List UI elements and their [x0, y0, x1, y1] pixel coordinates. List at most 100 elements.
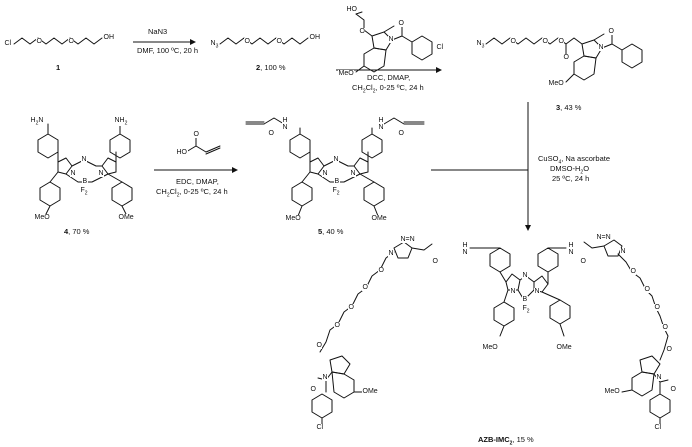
- step1-conditions: DMF, 100 ºC, 20 h: [137, 46, 199, 55]
- atom-o-1b: O: [68, 38, 75, 45]
- atom-hn-right: H: [568, 242, 575, 249]
- atom-b-4: B: [82, 178, 88, 185]
- atom-o-1a: O: [36, 38, 43, 45]
- step4-line3: 25 ºC, 24 h: [552, 174, 590, 183]
- atom-n-core-right: N: [534, 288, 541, 295]
- compound-2-structure: [219, 37, 309, 45]
- atom-n-5c: N: [333, 156, 340, 163]
- atom-b-core: B: [522, 296, 528, 303]
- atom-o-2a: O: [244, 38, 251, 45]
- atom-meo-3: MeO: [548, 80, 565, 87]
- atom-o-ind-left: O: [310, 386, 317, 393]
- atom-o-peg-l1: O: [378, 267, 385, 274]
- atom-n3-3: N3: [476, 40, 485, 50]
- atom-n-core-top: N: [522, 272, 529, 279]
- atom-cl-1: Cl: [4, 40, 12, 47]
- compound-1-label: 1: [56, 63, 61, 72]
- atom-meo-reagent: MeO: [338, 70, 355, 77]
- compound-azb-imc2-label: AZB-IMC2, 15 %: [478, 435, 534, 447]
- atom-n-amide-right: N: [568, 249, 575, 256]
- step2-reagent: DCC, DMAP,: [367, 73, 411, 82]
- atom-o-peg-r5: O: [666, 346, 673, 353]
- step3-reagent: EDC, DMAP,: [176, 177, 219, 186]
- atom-o-peg-r3: O: [654, 304, 661, 311]
- atom-o-3d: O: [563, 54, 570, 61]
- compound-3-structure: [485, 33, 643, 83]
- atom-ome-ind-left: OMe: [362, 388, 379, 395]
- atom-n-5d: N: [322, 170, 329, 177]
- atom-o-5a: O: [268, 130, 275, 137]
- atom-oh-2: OH: [309, 34, 321, 41]
- atom-o-amide-left: O: [432, 258, 439, 265]
- atom-ho-propiolic: HO: [176, 149, 188, 156]
- arrow-step4: [431, 102, 531, 231]
- compound-4-structure: [37, 123, 133, 215]
- atom-hn-5a: H: [282, 117, 289, 124]
- atom-h2n-4: H2N: [30, 117, 44, 127]
- atom-o-ind-right: O: [670, 386, 677, 393]
- atom-f2-4: F2: [80, 187, 89, 197]
- atom-meo-5: MeO: [285, 215, 302, 222]
- arrow-step3: [154, 167, 238, 173]
- atom-o-peg-r2: O: [644, 286, 651, 293]
- compound-azb-imc2-structure: [311, 239, 671, 425]
- compound-4-label: 4, 70 %: [64, 227, 90, 236]
- atom-n-core-left: N: [510, 288, 517, 295]
- compound-2-label: 2, 100 %: [256, 63, 286, 72]
- atom-hn-5b: H: [378, 117, 385, 124]
- atom-nh2-4: NH2: [114, 117, 128, 127]
- atom-meo-azb: MeO: [482, 344, 499, 351]
- atom-n-5a: N: [282, 124, 289, 131]
- atom-n-amide-left: N: [462, 249, 469, 256]
- compound-5-structure: [245, 117, 425, 217]
- atom-o-peg-l4: O: [334, 322, 341, 329]
- step4-line2: DMSO-H2O: [550, 164, 590, 176]
- atom-o-3c: O: [558, 38, 565, 45]
- atom-meo-ind-right: MeO: [604, 388, 621, 395]
- atom-n-5e: N: [350, 170, 357, 177]
- atom-f2-5: F2: [332, 187, 341, 197]
- atom-o-peg-r4: O: [662, 324, 669, 331]
- atom-n-t1: N: [388, 250, 395, 257]
- atom-f2-core: F2: [522, 305, 531, 315]
- atom-n-ind-right: N: [656, 374, 663, 381]
- atom-n-5b: N: [378, 124, 385, 131]
- atom-o-5b: O: [398, 130, 405, 137]
- atom-n-4b: N: [70, 170, 77, 177]
- compound-5-label: 5, 40 %: [318, 227, 344, 236]
- atom-triazole-left-n: N=N: [400, 236, 416, 243]
- compound-3-label: 3, 43 %: [556, 103, 582, 112]
- indomethacin-reagent-structure: [355, 11, 433, 73]
- atom-o-reagent: O: [359, 28, 366, 35]
- atom-n3-2: N3: [210, 40, 219, 50]
- atom-cl-reagent: Cl: [436, 44, 444, 51]
- atom-ome-4: OMe: [118, 214, 135, 221]
- atom-ome-5: OMe: [371, 215, 388, 222]
- atom-triazole-right-n: N=N: [596, 234, 612, 241]
- atom-o-3a: O: [510, 38, 517, 45]
- atom-o-propiolic: O: [193, 131, 200, 138]
- step1-reagent: NaN3: [148, 27, 168, 36]
- step2-conditions: CH2Cl2, 0-25 ºC, 24 h: [352, 83, 424, 95]
- atom-n-4c: N: [98, 170, 105, 177]
- atom-ho-reagent: HO: [346, 6, 358, 13]
- atom-n-4a: N: [81, 156, 88, 163]
- compound-1-structure: [13, 37, 103, 45]
- atom-n-3: N: [598, 44, 605, 51]
- atom-hn-left: H: [462, 242, 469, 249]
- atom-o2-reagent: O: [398, 20, 405, 27]
- atom-n-ind-left: N: [322, 374, 329, 381]
- atom-o-3b: O: [542, 38, 549, 45]
- atom-n-t2: N: [620, 248, 627, 255]
- atom-cl-ind-left: Cl: [316, 424, 324, 431]
- propiolic-acid-structure: [185, 137, 221, 155]
- atom-cl-ind-right: Cl: [654, 424, 662, 431]
- atom-o-peg-l5: O: [316, 342, 323, 349]
- atom-o-peg-r1: O: [630, 268, 637, 275]
- step4-line1: CuSO4, Na ascorbate: [538, 154, 610, 166]
- arrow-step1: [133, 39, 196, 45]
- atom-ome-azb: OMe: [556, 344, 573, 351]
- atom-meo-4: MeO: [34, 214, 51, 221]
